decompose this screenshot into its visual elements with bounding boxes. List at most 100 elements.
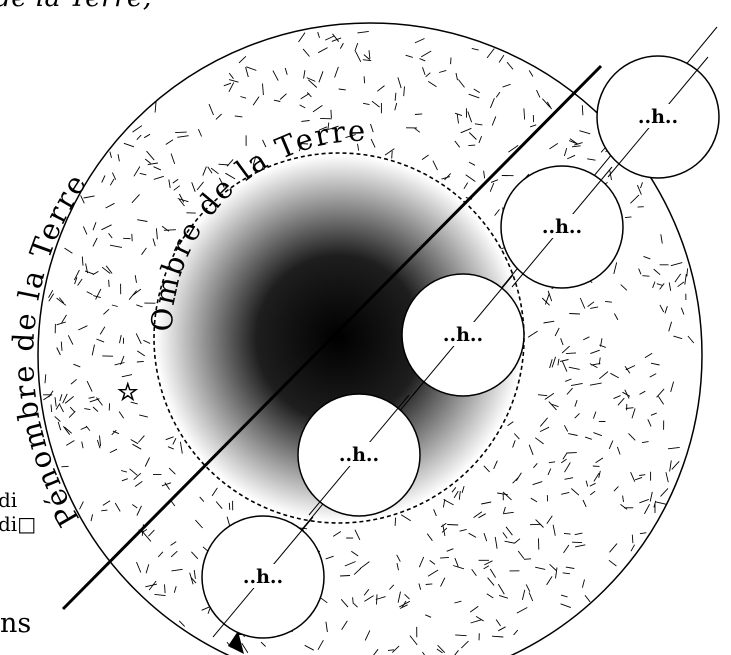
stipple-dash <box>425 72 431 78</box>
stipple-dash <box>453 490 459 499</box>
moon-4: ..h.. <box>297 393 421 517</box>
stipple-dash <box>341 620 348 631</box>
stipple-dash <box>306 92 312 98</box>
stipple-dash <box>624 216 632 219</box>
stipple-dash <box>442 524 446 536</box>
stipple-dash <box>458 79 465 88</box>
stipple-dash <box>136 134 142 141</box>
stipple-dash <box>546 101 552 110</box>
stipple-dash <box>144 457 151 467</box>
stipple-dash <box>421 154 429 160</box>
stipple-dash <box>128 290 137 300</box>
stipple-dash <box>631 534 634 544</box>
stipple-dash <box>557 358 560 366</box>
stipple-dash <box>223 82 232 87</box>
stipple-dash <box>487 577 495 586</box>
stipple-dash <box>359 561 370 570</box>
stipple-dash <box>644 503 650 515</box>
stipple-dash <box>478 136 483 144</box>
stipple-dash <box>67 335 74 345</box>
stipple-dash <box>173 185 181 191</box>
stipple-dash <box>447 524 459 526</box>
stipple-dash <box>568 140 579 145</box>
stipple-dash <box>502 83 511 88</box>
stipple-dash <box>340 599 349 608</box>
stipple-dash <box>123 142 135 148</box>
stipple-dash <box>148 529 155 537</box>
stipple-dash <box>590 349 600 355</box>
stipple-dash <box>351 550 359 557</box>
stipple-dash <box>427 81 437 88</box>
stipple-dash <box>228 79 239 83</box>
stipple-dash <box>497 626 506 632</box>
stipple-dash <box>414 38 425 44</box>
stipple-dash <box>490 179 499 183</box>
stipple-dash <box>494 536 498 549</box>
stipple-dash <box>454 140 461 148</box>
stipple-dash <box>460 127 472 134</box>
moon-label: ..h.. <box>542 216 582 238</box>
stipple-dash <box>656 388 665 398</box>
stipple-dash <box>622 391 631 397</box>
stipple-dash <box>650 362 660 366</box>
stipple-dash <box>318 71 324 83</box>
stipple-dash <box>334 66 339 78</box>
stipple-dash <box>680 307 685 315</box>
stipple-dash <box>653 268 661 276</box>
stipple-dash <box>370 138 376 148</box>
stipple-dash <box>300 143 309 145</box>
stipple-dash <box>338 88 346 91</box>
stipple-dash <box>671 460 680 470</box>
stipple-dash <box>636 184 642 195</box>
stipple-dash <box>398 600 411 608</box>
stipple-dash <box>552 524 556 536</box>
stipple-dash <box>483 170 486 179</box>
stipple-dash <box>494 209 500 216</box>
stipple-dash <box>429 560 436 565</box>
stipple-dash <box>312 105 323 113</box>
stipple-dash <box>332 33 340 42</box>
moon-label: ..h.. <box>243 566 283 588</box>
stipple-dash <box>582 499 587 508</box>
stipple-dash <box>498 594 509 599</box>
stipple-dash <box>73 363 81 368</box>
moon-label: ..h.. <box>339 444 379 466</box>
stipple-dash <box>677 281 685 288</box>
stipple-dash <box>655 501 667 505</box>
stipple-dash <box>547 290 553 302</box>
stipple-dash <box>563 544 570 554</box>
stipple-dash <box>598 470 601 478</box>
stipple-dash <box>420 50 432 58</box>
stipple-dash <box>241 643 249 654</box>
stipple-dash <box>481 501 492 505</box>
stipple-dash <box>210 167 219 175</box>
stipple-dash <box>330 109 332 119</box>
stipple-dash <box>584 436 593 440</box>
stipple-dash <box>564 477 574 480</box>
stipple-dash <box>273 99 281 102</box>
stipple-dash <box>352 597 354 604</box>
moon-label-backdrop <box>628 104 688 128</box>
stipple-dash <box>659 304 665 313</box>
stipple-dash <box>426 533 433 541</box>
stipple-dash <box>512 440 516 448</box>
stipple-dash <box>587 158 596 161</box>
stipple-dash <box>64 247 73 254</box>
stipple-dash <box>61 465 69 468</box>
stipple-dash <box>584 595 591 603</box>
stipple-dash <box>225 172 236 180</box>
stipple-dash <box>96 397 103 406</box>
stipple-dash <box>549 143 559 150</box>
stipple-dash <box>469 605 479 613</box>
stipple-dash <box>114 502 121 512</box>
stipple-dash <box>48 293 55 302</box>
stipple-dash <box>489 568 496 578</box>
stipple-dash <box>547 468 552 476</box>
stipple-dash <box>56 297 67 306</box>
stipple-dash <box>133 166 141 177</box>
stipple-dash <box>105 202 115 209</box>
stipple-dash <box>317 639 324 650</box>
stipple-dash <box>70 378 77 385</box>
stipple-dash <box>325 621 328 633</box>
stipple-dash <box>419 58 426 62</box>
